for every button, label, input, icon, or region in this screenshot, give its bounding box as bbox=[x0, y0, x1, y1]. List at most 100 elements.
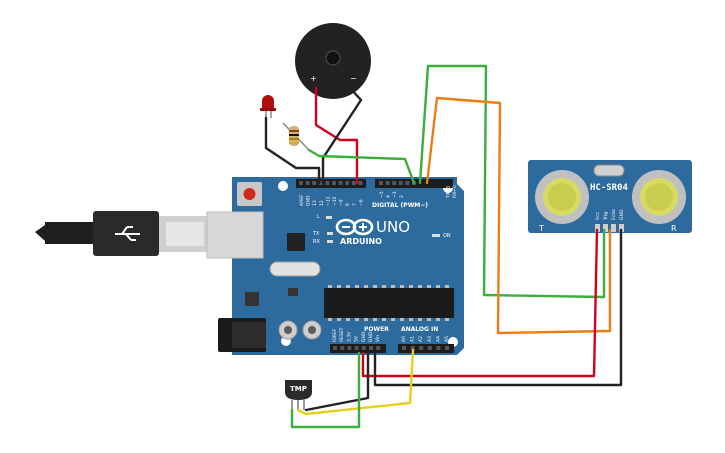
analog-pin[interactable] bbox=[410, 346, 415, 350]
wire-trig[interactable] bbox=[425, 96, 612, 335]
header-pin[interactable] bbox=[405, 181, 410, 185]
header-pin[interactable] bbox=[318, 181, 323, 185]
chip-pin bbox=[436, 285, 440, 288]
power-pin-label: GND bbox=[361, 331, 367, 342]
led-rx-indicator bbox=[327, 240, 333, 243]
wire-resistor-pin4[interactable] bbox=[307, 148, 416, 185]
header-pin[interactable] bbox=[358, 181, 363, 185]
resistor[interactable] bbox=[282, 122, 310, 151]
usb-jack bbox=[206, 211, 264, 259]
brand-label: ARDUINO bbox=[340, 237, 382, 246]
usb-symbol-icon bbox=[115, 226, 140, 241]
red-led[interactable] bbox=[260, 95, 276, 118]
chip-pin bbox=[436, 318, 440, 321]
analog-header bbox=[398, 344, 454, 353]
chip-pin bbox=[445, 318, 449, 321]
header-pin[interactable] bbox=[385, 181, 390, 185]
sensor-model-label: HC-SR04 bbox=[590, 183, 629, 193]
atmega-chip bbox=[324, 288, 454, 318]
rx-label: RX bbox=[313, 239, 320, 245]
sensor-pin[interactable] bbox=[619, 224, 624, 232]
chip-pin bbox=[337, 318, 341, 321]
analog-pin-label: A0 bbox=[401, 336, 407, 342]
chip-pin bbox=[427, 318, 431, 321]
sensor-pin[interactable] bbox=[595, 224, 600, 232]
led-on-indicator bbox=[432, 234, 440, 237]
analog-pin-label: A1 bbox=[410, 336, 416, 342]
chip-pin bbox=[337, 285, 341, 288]
header-pin[interactable] bbox=[325, 181, 330, 185]
analog-pin[interactable] bbox=[419, 346, 424, 350]
chip-pin bbox=[346, 318, 350, 321]
pin-label: 8 bbox=[345, 203, 351, 206]
analog-pin-label: A5 bbox=[444, 336, 450, 342]
header-pin[interactable] bbox=[305, 181, 310, 185]
power-pin-label: RESET bbox=[339, 327, 345, 342]
on-label: ON bbox=[443, 233, 451, 239]
piezo-buzzer[interactable]: + − bbox=[295, 23, 371, 99]
header-pin[interactable] bbox=[332, 181, 336, 185]
usb-controller-chip bbox=[287, 233, 305, 251]
analog-pin[interactable] bbox=[427, 346, 432, 350]
tmp36-temperature-sensor[interactable]: TMP bbox=[285, 380, 312, 410]
sensor-t-mark: T bbox=[538, 224, 544, 233]
power-pin[interactable] bbox=[340, 346, 345, 350]
buzzer-hole bbox=[325, 50, 341, 66]
crystal-oscillator bbox=[269, 261, 321, 277]
sensor-pin-label: Echo bbox=[611, 209, 617, 220]
chip-pin bbox=[382, 318, 386, 321]
chip-pin bbox=[409, 285, 413, 288]
header-pin[interactable] bbox=[312, 181, 317, 185]
chip-pin bbox=[373, 285, 377, 288]
arduino-uno-board[interactable]: L TX RX ON ARDUINO UNO DIGITAL (PWM~) PO… bbox=[206, 177, 464, 355]
usb-cable[interactable] bbox=[35, 211, 211, 256]
wire-buzzer-positive[interactable] bbox=[314, 86, 359, 185]
sensor-pin[interactable] bbox=[611, 224, 616, 232]
header-pin[interactable] bbox=[345, 181, 350, 185]
power-header-label: POWER bbox=[364, 326, 389, 333]
reset-button-cap[interactable] bbox=[243, 188, 256, 200]
chip-pin bbox=[346, 285, 350, 288]
wire-a1-tmp[interactable] bbox=[296, 348, 415, 416]
chip-pin bbox=[418, 318, 422, 321]
wire-led-cathode[interactable] bbox=[264, 116, 321, 185]
chip-pin bbox=[445, 285, 449, 288]
power-pin-label: GND bbox=[368, 331, 374, 342]
header-pin[interactable] bbox=[392, 181, 397, 185]
chip-pin bbox=[364, 318, 368, 321]
header-pin[interactable] bbox=[379, 181, 383, 185]
power-pin[interactable] bbox=[369, 346, 373, 350]
mount-hole bbox=[278, 181, 288, 191]
analog-pin[interactable] bbox=[402, 346, 406, 350]
usb-cable-end bbox=[35, 225, 45, 241]
arduino-logo-icon bbox=[335, 218, 374, 236]
wire-5v-vcc[interactable] bbox=[361, 228, 599, 378]
digital-header-left bbox=[296, 179, 366, 188]
chip-pin bbox=[400, 285, 404, 288]
analog-pin[interactable] bbox=[436, 346, 441, 350]
wire-gnd-tmp[interactable] bbox=[304, 351, 370, 412]
power-pin[interactable] bbox=[361, 346, 366, 350]
voltage-regulator bbox=[245, 292, 259, 306]
chip-pin bbox=[391, 285, 395, 288]
wire-echo[interactable] bbox=[418, 64, 606, 299]
header-pin[interactable] bbox=[351, 181, 356, 185]
power-pin[interactable] bbox=[347, 346, 352, 350]
power-pin[interactable] bbox=[376, 346, 381, 350]
wire-gnd-sensor[interactable] bbox=[373, 228, 623, 387]
analog-pin[interactable] bbox=[445, 346, 449, 350]
power-pin[interactable] bbox=[333, 346, 337, 350]
header-pin[interactable] bbox=[398, 181, 403, 185]
header-pin[interactable] bbox=[299, 181, 303, 185]
sensor-pin[interactable] bbox=[603, 224, 608, 232]
sensor-r-mark: R bbox=[671, 224, 677, 233]
header-pin[interactable] bbox=[338, 181, 343, 185]
power-pin[interactable] bbox=[354, 346, 359, 350]
wire-buzzer-negative[interactable] bbox=[321, 86, 363, 185]
chip-pin bbox=[355, 318, 359, 321]
power-pin-label: Vin bbox=[375, 335, 381, 342]
wire-5v-tmp[interactable] bbox=[290, 351, 361, 429]
power-pin-label: 3.3V bbox=[346, 331, 352, 342]
